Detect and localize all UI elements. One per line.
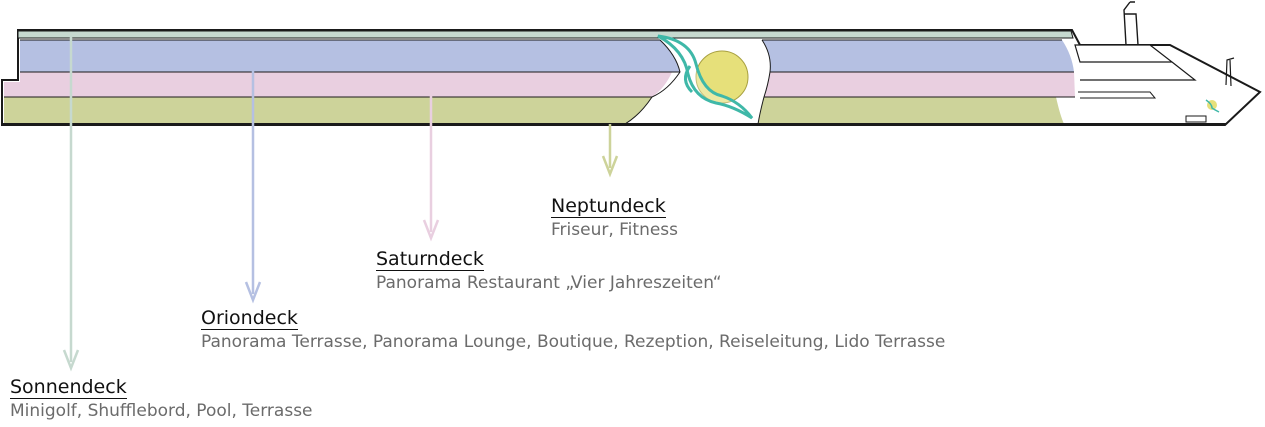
neptundeck-description: Friseur, Fitness: [551, 220, 679, 240]
sonnendeck-band: [17, 30, 1074, 39]
sonnendeck-name: Sonnendeck: [10, 376, 127, 399]
logo-gap-left-edge: [624, 39, 681, 125]
neptundeck-band: [4, 97, 652, 124]
saturndeck-band-aft: [764, 72, 1075, 97]
logo-gap-right-edge: [757, 39, 771, 125]
oriondeck-arrow: [244, 68, 262, 304]
neptundeck-arrow: [601, 124, 619, 178]
neptundeck-label: Neptundeck Friseur, Fitness: [551, 195, 678, 241]
saturndeck-band: [4, 72, 672, 97]
deck-divider-lines: [4, 39, 1075, 98]
sonnendeck-label: Sonnendeck Minigolf, Shufflebord, Pool, …: [10, 376, 313, 422]
bow-flagpole: [1225, 57, 1235, 87]
saturndeck-description: Panorama Restaurant „Vier Jahreszeiten“: [376, 273, 722, 293]
bridge-superstructure: [1074, 44, 1197, 81]
bow-porthole: [1185, 115, 1207, 123]
logo-seabird: [657, 34, 754, 120]
oriondeck-description: Panorama Terrasse, Panorama Lounge, Bout…: [201, 332, 946, 352]
saturndeck-name: Saturndeck: [376, 248, 484, 271]
oriondeck-label: Oriondeck Panorama Terrasse, Panorama Lo…: [201, 307, 945, 353]
sonnendeck-description: Minigolf, Shufflebord, Pool, Terrasse: [10, 401, 313, 421]
oriondeck-name: Oriondeck: [201, 307, 298, 330]
bow-logo-bird: [1205, 99, 1220, 113]
saturndeck-arrow: [422, 95, 440, 242]
neptundeck-name: Neptundeck: [551, 195, 666, 218]
neptundeck-band-aft: [758, 97, 1064, 124]
oriondeck-band-aft: [762, 40, 1074, 72]
oriondeck-band: [20, 40, 680, 72]
saturndeck-label: Saturndeck Panorama Restaurant „Vier Jah…: [376, 248, 722, 294]
sonnendeck-arrow: [62, 36, 80, 372]
bridge-windows: [1078, 91, 1157, 99]
mast: [1123, 1, 1139, 46]
